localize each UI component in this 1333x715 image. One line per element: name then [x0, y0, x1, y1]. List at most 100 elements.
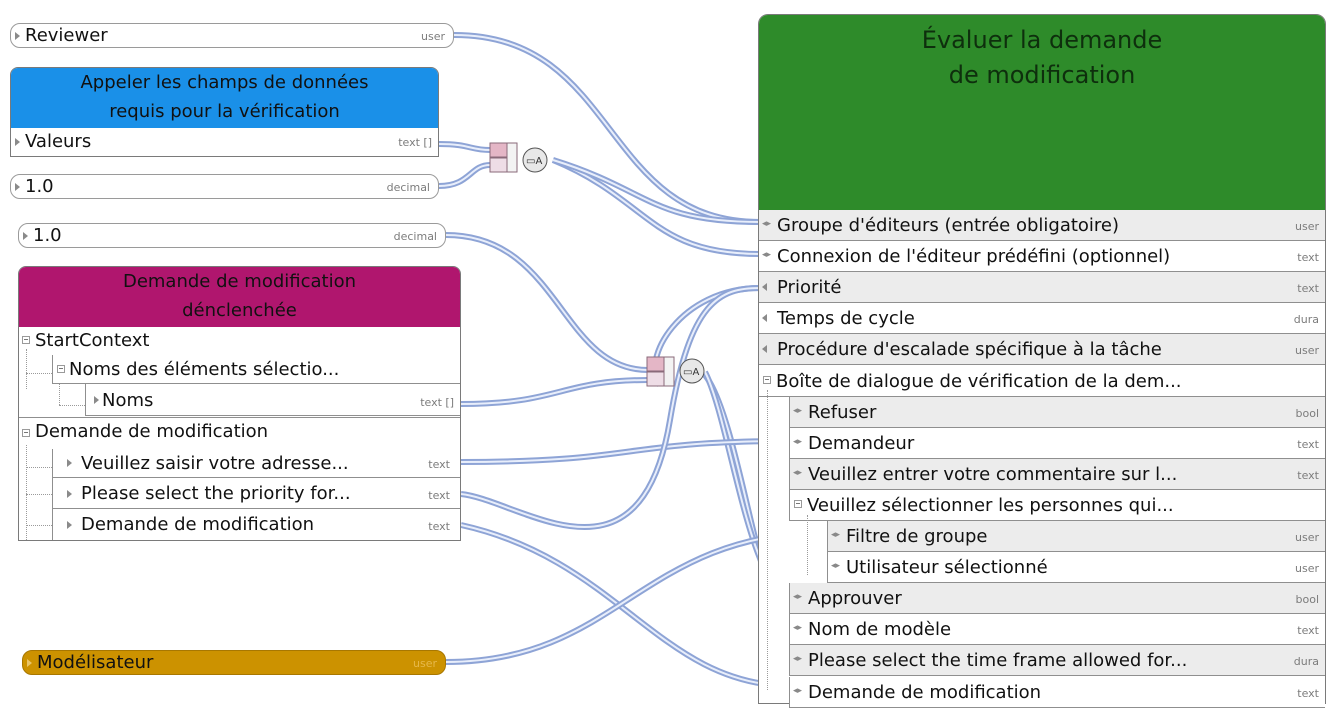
task-row-label: Connexion de l'éditeur prédéfini (option…: [777, 246, 1171, 268]
collapse-toggle-icon[interactable]: [794, 499, 802, 508]
task-row-commentaire[interactable]: ◂▸Veuillez entrer votre commentaire sur …: [789, 458, 1325, 490]
port-arrows-icon: ◂▸: [793, 405, 803, 416]
decimal-input-2[interactable]: 1.0 decimal: [18, 223, 446, 248]
task-row-temps-cycle[interactable]: Temps de cycle dura: [759, 303, 1325, 335]
valeurs-row[interactable]: Valeurs text []: [11, 128, 438, 156]
collapse-toggle-icon[interactable]: [763, 375, 771, 384]
valeurs-label: Valeurs: [25, 131, 92, 152]
task-row-selectionner-personnes[interactable]: Veuillez sélectionner les personnes qui.…: [789, 489, 1325, 521]
port-arrows-icon: ◂▸: [793, 623, 803, 634]
collapse-toggle-icon[interactable]: [22, 336, 30, 344]
tree-line: [59, 379, 60, 405]
startcontext-row[interactable]: StartContext: [19, 327, 460, 355]
wire-noms-to-hub2-core: [460, 379, 649, 405]
task-title-line1: Évaluer la demande: [921, 26, 1163, 54]
task-box[interactable]: Évaluer la demande de modification ◂▸Gro…: [758, 14, 1326, 708]
expand-arrow-icon: [23, 232, 28, 240]
wire-hub1-to-groupe: [552, 157, 761, 225]
task-row-type: text: [1297, 686, 1319, 700]
wire-decimal2-to-hub2-core: [445, 234, 649, 371]
wire-decimal2-to-hub2: [445, 232, 649, 373]
task-row-label: Filtre de groupe: [846, 526, 988, 547]
task-row-connexion-editeur[interactable]: ◂▸Connexion de l'éditeur prédéfini (opti…: [759, 241, 1325, 273]
task-row-time-frame[interactable]: ◂▸ Please select the time frame allowed f…: [789, 645, 1325, 677]
task-row-label: Veuillez sélectionner les personnes qui.…: [807, 494, 1174, 516]
noms-row[interactable]: Noms text []: [85, 384, 460, 416]
call-box-header: Appeler les champs de données requis pou…: [11, 68, 438, 128]
trigger-box[interactable]: Demande de modification dénclenchée Star…: [18, 266, 461, 541]
noms-type: text []: [420, 396, 454, 409]
call-data-fields-box[interactable]: Appeler les champs de données requis pou…: [10, 67, 439, 157]
port-arrows-icon: ◂▸: [793, 685, 803, 696]
port-arrows-icon: ◂▸: [793, 654, 803, 665]
wire-reviewer-to-groupe: [453, 32, 761, 225]
task-row-type: text: [1297, 437, 1319, 451]
tree-line: [807, 515, 808, 575]
task-row-procedure-escalade[interactable]: Procédure d'escalade spécifique à la tâc…: [759, 334, 1325, 366]
expand-arrow-icon: [15, 138, 20, 146]
task-row-type: user: [1295, 562, 1319, 576]
expand-arrow-icon: [67, 459, 72, 467]
svg-text:▭A: ▭A: [526, 156, 542, 167]
wire-demande-to-demande-core: [460, 524, 793, 687]
demande-modif-type: text: [428, 520, 450, 533]
collapse-toggle-icon[interactable]: [57, 365, 65, 373]
wire-adresse-to-demandeur-core: [460, 440, 793, 463]
demande-group-row[interactable]: Demande de modification: [19, 417, 460, 447]
noms-elements-label: Noms des éléments sélectio...: [69, 359, 340, 380]
decimal-1-label: 1.0: [25, 176, 54, 197]
task-row-label: Please select the time frame allowed for…: [808, 650, 1188, 672]
wire-reviewer-to-groupe-core: [453, 34, 761, 223]
decimal-1-type: decimal: [386, 181, 430, 194]
wire-hub1-to-connexion-core: [552, 159, 761, 255]
port-arrows-icon: ◂▸: [793, 467, 803, 478]
task-box-header: Évaluer la demande de modification: [759, 15, 1325, 210]
tree-line: [26, 349, 27, 389]
task-row-label: Temps de cycle: [777, 308, 915, 330]
task-row-label: Refuser: [808, 401, 877, 423]
wire-valeurs-to-hub1-core: [438, 143, 491, 151]
noms-label: Noms: [102, 390, 154, 411]
tree-line: [26, 494, 52, 495]
task-row-type: dura: [1293, 313, 1319, 327]
task-row-boite-dialogue[interactable]: Boîte de dialogue de vérification de la …: [759, 365, 1325, 397]
tree-line: [26, 525, 52, 526]
modelisateur-input[interactable]: Modélisateur user: [22, 650, 446, 675]
tree-line: [26, 445, 27, 540]
tree-line: [26, 373, 52, 374]
task-row-label: Boîte de dialogue de vérification de la …: [776, 370, 1182, 392]
modelisateur-label: Modélisateur: [37, 652, 154, 673]
tree-line: [767, 390, 768, 690]
priority-row[interactable]: Please select the priority for... text: [52, 478, 460, 509]
port-arrows-icon: ◂▸: [831, 530, 841, 540]
task-row-type: text: [1297, 282, 1319, 296]
trigger-title-line1: Demande de modification: [122, 271, 357, 292]
collapse-toggle-icon[interactable]: [22, 429, 30, 437]
noms-elements-row[interactable]: Noms des éléments sélectio...: [52, 355, 460, 384]
wire-decimal1-to-hub1: [438, 162, 491, 189]
call-box-title-line1: Appeler les champs de données: [80, 72, 369, 93]
wire-valeurs-to-hub1: [438, 141, 491, 153]
task-row-groupe-editeurs[interactable]: ◂▸Groupe d'éditeurs (entrée obligatoire)…: [759, 210, 1325, 241]
decimal-input-1[interactable]: 1.0 decimal: [10, 174, 439, 199]
trigger-title-line2: dénclenchée: [182, 300, 297, 321]
demande-modif-row[interactable]: Demande de modification text: [52, 509, 460, 540]
expand-arrow-icon: [67, 521, 72, 529]
task-row-label: Priorité: [777, 277, 842, 299]
wire-hub1-to-connexion: [551, 157, 761, 257]
wire-priority-to-priorite: [460, 285, 761, 530]
decimal-2-type: decimal: [393, 230, 437, 243]
reviewer-input[interactable]: Reviewer user: [10, 23, 454, 48]
tree-line: [26, 467, 52, 468]
task-row-label: Groupe d'éditeurs (entrée obligatoire): [777, 215, 1120, 236]
task-row-priorite[interactable]: Priorité text: [759, 272, 1325, 304]
adresse-row[interactable]: Veuillez saisir votre adresse... text: [52, 449, 460, 478]
merge-hub-1: ▭A: [489, 142, 553, 180]
